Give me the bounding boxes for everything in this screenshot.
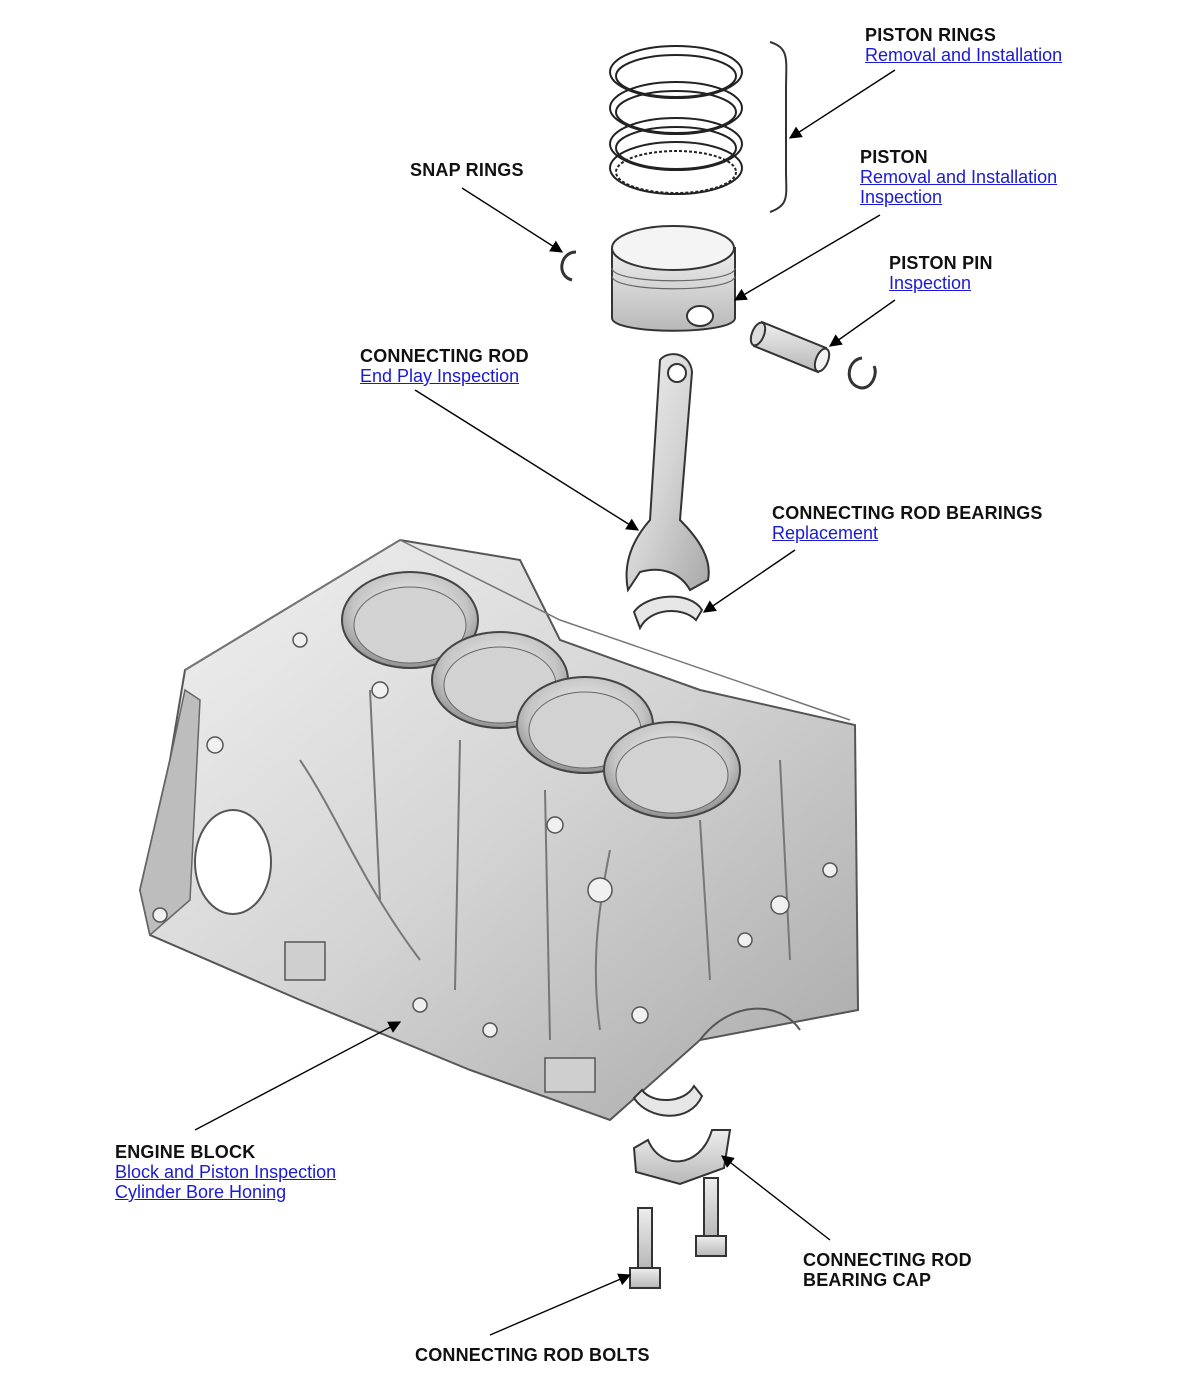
leader-lines — [194, 69, 896, 1336]
rod-bearing-cap — [632, 1129, 732, 1186]
upper-rod-bearing — [632, 595, 704, 631]
block-piston-inspection-link[interactable]: Block and Piston Inspection — [115, 1162, 337, 1182]
callout-piston-rings: PISTON RINGS Removal and Installation — [865, 25, 1062, 65]
piston-rings-label: PISTON RINGS — [865, 25, 997, 45]
rod-bearings-label: CONNECTING ROD BEARINGS — [772, 503, 1043, 523]
callout-engine-block: ENGINE BLOCK Block and Piston Inspection… — [115, 1142, 336, 1202]
cylinder-bores — [341, 571, 741, 819]
bearing-cap-label-line1: CONNECTING ROD — [803, 1250, 972, 1270]
piston-label: PISTON — [860, 147, 928, 167]
snap-ring-right — [847, 356, 877, 390]
callout-piston-pin: PISTON PIN Inspection — [889, 253, 993, 293]
callout-piston: PISTON Removal and Installation Inspecti… — [860, 147, 1057, 207]
callout-rod-bolts: CONNECTING ROD BOLTS — [415, 1345, 650, 1365]
end-play-inspection-link[interactable]: End Play Inspection — [360, 366, 520, 386]
rings-bracket — [769, 41, 788, 213]
callout-rod-bearings: CONNECTING ROD BEARINGS Replacement — [772, 503, 1043, 543]
engine-block — [138, 538, 860, 1122]
bearing-cap-label-line2: BEARING CAP — [803, 1270, 932, 1290]
connecting-rod — [625, 353, 710, 593]
piston-pin — [749, 320, 831, 374]
engine-block-label: ENGINE BLOCK — [115, 1142, 256, 1162]
lower-rod-bearing — [632, 1084, 704, 1117]
snap-rings-label: SNAP RINGS — [410, 160, 524, 180]
callout-connecting-rod: CONNECTING ROD End Play Inspection — [360, 346, 529, 386]
connecting-rod-label: CONNECTING ROD — [360, 346, 529, 366]
piston-pin-label: PISTON PIN — [889, 253, 993, 273]
piston-rings — [609, 45, 743, 195]
rod-bolts — [629, 1177, 727, 1289]
snap-ring-left — [560, 250, 577, 282]
piston-rings-removal-link[interactable]: Removal and Installation — [865, 45, 1063, 65]
callout-snap-rings: SNAP RINGS — [410, 160, 524, 180]
piston — [611, 225, 736, 332]
piston-inspection-link[interactable]: Inspection — [860, 187, 943, 207]
rod-bolts-label: CONNECTING ROD BOLTS — [415, 1345, 650, 1365]
callout-bearing-cap: CONNECTING ROD BEARING CAP — [803, 1250, 972, 1290]
bearings-replacement-link[interactable]: Replacement — [772, 523, 879, 543]
piston-pin-inspection-link[interactable]: Inspection — [889, 273, 972, 293]
piston-removal-link[interactable]: Removal and Installation — [860, 167, 1058, 187]
cylinder-bore-honing-link[interactable]: Cylinder Bore Honing — [115, 1182, 287, 1202]
